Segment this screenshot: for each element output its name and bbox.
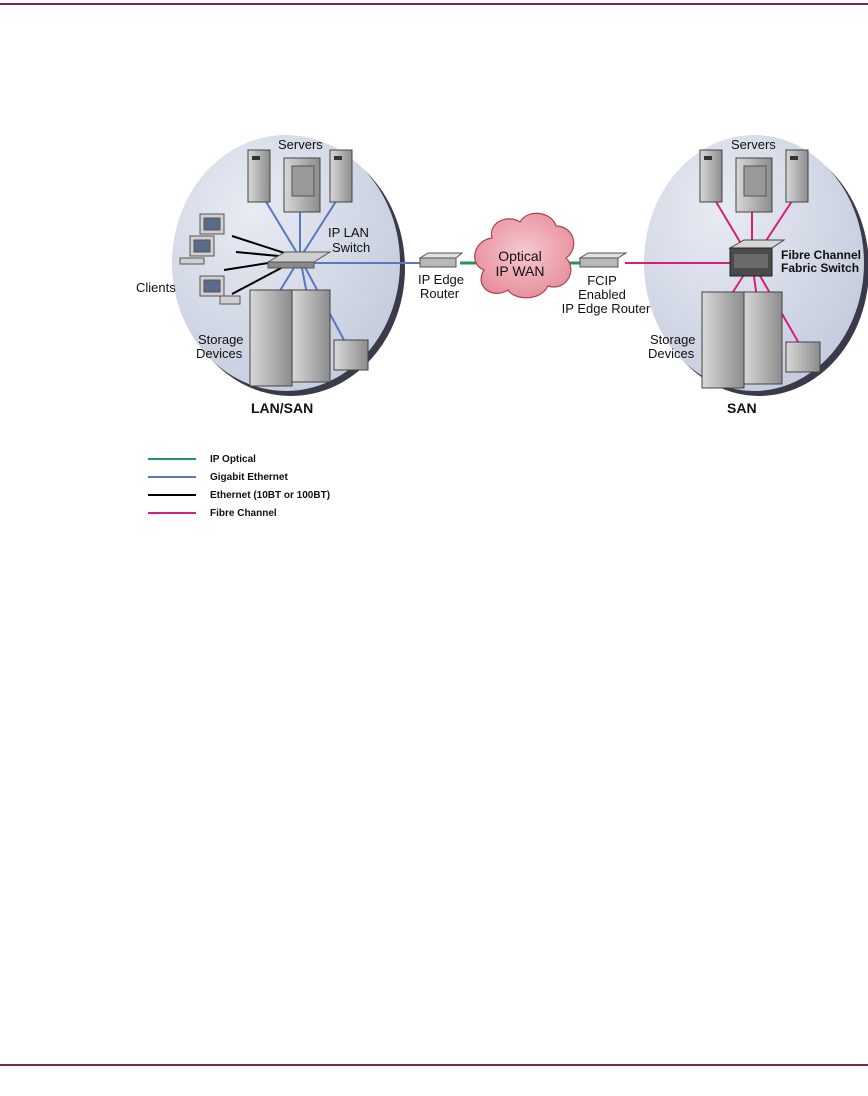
lan-switch-label-1: IP LAN <box>328 225 369 240</box>
right-storage-label-2: Devices <box>648 346 695 361</box>
cloud-label-1: Optical <box>498 248 542 264</box>
left-servers <box>247 149 353 213</box>
fcip-router-icon <box>578 252 628 268</box>
lan-switch-label-2: Switch <box>332 240 370 255</box>
fcip-label-3: IP Edge Router <box>562 301 651 316</box>
right-servers-label: Servers <box>731 137 776 152</box>
left-storage-icon <box>249 289 369 387</box>
footer-rule <box>0 1064 868 1066</box>
edge-router-label-1: IP Edge <box>418 272 464 287</box>
right-servers <box>699 149 809 213</box>
left-servers-label: Servers <box>278 137 323 152</box>
legend-label-gigabit: Gigabit Ethernet <box>210 472 288 483</box>
lan-san-caption: LAN/SAN <box>251 400 313 416</box>
right-storage-icon <box>701 291 821 389</box>
ip-lan-switch-icon <box>266 251 332 269</box>
optical-wan-cloud-icon <box>474 212 575 299</box>
legend-label-ip-optical: IP Optical <box>210 454 256 465</box>
header-rule <box>0 3 868 5</box>
fibre-channel-switch-icon <box>728 239 786 277</box>
legend-label-fibre: Fibre Channel <box>210 508 277 519</box>
clients-label: Clients <box>136 280 176 295</box>
legend: IP Optical Gigabit Ethernet Ethernet (10… <box>148 454 330 519</box>
fc-switch-label-2: Fabric Switch <box>781 261 859 275</box>
legend-label-ethernet: Ethernet (10BT or 100BT) <box>210 490 330 501</box>
fc-switch-label-1: Fibre Channel <box>781 248 861 262</box>
cloud-label-2: IP WAN <box>495 263 544 279</box>
left-storage-label-2: Devices <box>196 346 243 361</box>
ip-edge-router-icon <box>418 252 464 268</box>
clients-icon <box>179 213 241 305</box>
right-storage-label-1: Storage <box>650 332 696 347</box>
left-storage-label-1: Storage <box>198 332 244 347</box>
fcip-label-1: FCIP <box>587 273 617 288</box>
edge-router-label-2: Router <box>420 286 460 301</box>
fcip-label-2: Enabled <box>578 287 626 302</box>
san-caption: SAN <box>727 400 757 416</box>
